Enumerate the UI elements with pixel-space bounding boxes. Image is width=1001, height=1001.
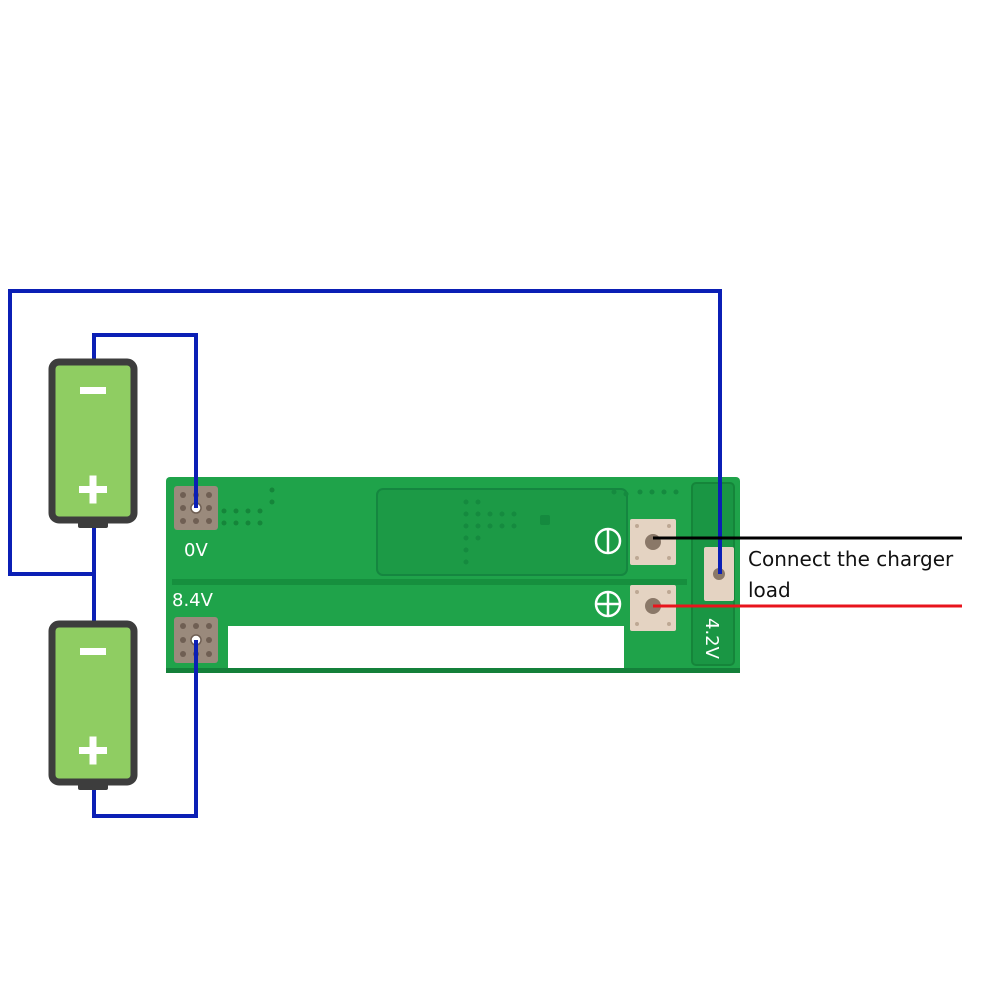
pcb-chip-area xyxy=(376,488,628,576)
plus-icon xyxy=(79,475,107,504)
pad-p-minus xyxy=(630,519,676,565)
plus-icon xyxy=(79,736,107,765)
pcb-white-label xyxy=(228,626,624,668)
wire-battery1-to-0v xyxy=(92,333,198,508)
minus-icon xyxy=(80,387,106,394)
annotation-line1: Connect the charger xyxy=(748,547,954,571)
annotation-backdrop xyxy=(744,544,981,602)
pcb-vias-center xyxy=(463,489,679,565)
circle-minus-icon xyxy=(594,527,622,555)
minus-icon xyxy=(80,648,106,655)
pcb-bottom-edge xyxy=(166,668,740,673)
pcb-divider xyxy=(172,579,687,585)
annotation-line2: load xyxy=(748,578,791,602)
pcb-vias-left xyxy=(221,487,275,526)
label-0v: 0V xyxy=(184,540,208,561)
label-4v2: 4.2V xyxy=(701,618,722,660)
battery-icon xyxy=(48,358,138,528)
pad-p-plus xyxy=(630,585,676,631)
label-8v4: 8.4V xyxy=(172,590,214,611)
circle-plus-icon xyxy=(594,590,622,618)
blue-wires xyxy=(8,289,722,818)
pcb-board: 0V 8.4V 4.2V xyxy=(166,477,740,673)
wire-outer-loop xyxy=(8,289,722,576)
wire-battery2-to-8v4 xyxy=(92,640,198,818)
battery-icon xyxy=(48,620,138,790)
